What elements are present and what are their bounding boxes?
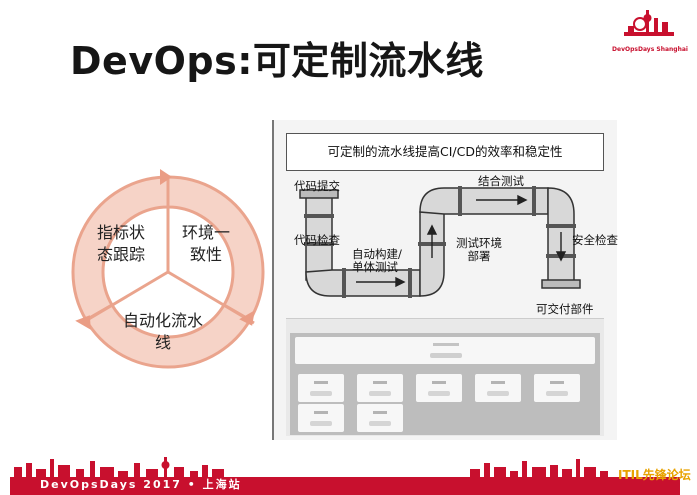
- logo-text: DevOpsDays Shanghai: [612, 46, 688, 53]
- pipeline-label-deliverable: 可交付部件: [536, 302, 594, 316]
- dashboard-card: [357, 374, 403, 402]
- cycle-arrow-right: [239, 310, 255, 326]
- footer-brand-text: ITIL先锋论坛: [618, 468, 691, 482]
- footer-skyline-icon: [10, 457, 680, 495]
- dashboard-card: [357, 404, 403, 432]
- pipeline-banner: 可定制的流水线提高CI/CD的效率和稳定性: [286, 133, 604, 171]
- cycle-arrow-left: [75, 315, 91, 330]
- pipeline-label-build-test: 自动构建/ 单体测试: [352, 247, 402, 274]
- devopsdays-shanghai-logo-icon: [624, 10, 674, 36]
- pipeline-label-integration: 结合测试: [478, 174, 524, 188]
- slide-title: DevOps:可定制流水线: [70, 39, 484, 83]
- dashboard-card: [475, 374, 521, 402]
- pipeline-pipe-diagram: [299, 186, 581, 298]
- dashboard-card: [534, 374, 580, 402]
- pipeline-label-security: 安全检查: [572, 233, 618, 247]
- dashboard-card: [416, 374, 462, 402]
- footer-event-text: DevOpsDays 2017 • 上海站: [40, 478, 242, 491]
- dashboard-header-card: [295, 337, 595, 364]
- cycle-arrow-top: [160, 169, 172, 185]
- dashboard-card: [298, 404, 344, 432]
- dashboard-card: [298, 374, 344, 402]
- cycle-label-env: 环境一 致性: [182, 223, 231, 264]
- pipeline-label-code-check: 代码检查: [294, 233, 340, 247]
- cycle-label-automation: 自动化流水 线: [123, 311, 204, 352]
- cycle-label-metrics: 指标状 态跟踪: [97, 223, 146, 264]
- cycle-diagram: [71, 169, 265, 369]
- pipeline-label-commit: 代码提交: [294, 179, 340, 193]
- pipeline-label-test-env: 测试环境 部署: [456, 236, 502, 263]
